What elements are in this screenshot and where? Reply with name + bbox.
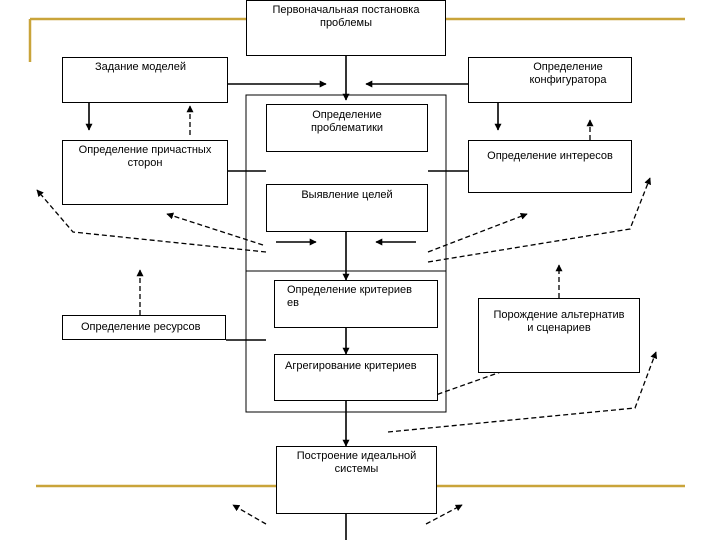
dashed-arrow-goals-far-left — [36, 189, 267, 253]
box-configurator-label: Определение конфигуратора — [529, 61, 607, 86]
box-criteria: Определение критериев ев — [274, 280, 438, 328]
dashed-arrow-aggregation-far-right — [387, 351, 658, 433]
box-problem-statement-label: Первоначальная постановка проблемы — [272, 4, 420, 29]
box-alternatives-label: Порождение альтернатив и сценариев — [493, 309, 625, 334]
box-problem-statement: Первоначальная постановка проблемы — [246, 0, 446, 56]
box-stakeholders-label: Определение причастных сторон — [78, 144, 212, 169]
dashed-arrow-goals-far-right — [427, 177, 651, 263]
box-stakeholders: Определение причастных сторон — [62, 140, 228, 205]
box-model-setting-label: Задание моделей — [95, 61, 186, 73]
box-problematics: Определение проблематики — [266, 104, 428, 152]
dashed-arrows — [36, 105, 658, 525]
box-criteria-label: Определение критериев ев — [287, 284, 412, 309]
box-aggregation: Агрегирование критериев — [274, 354, 438, 401]
box-configurator: Определение конфигуратора — [468, 57, 632, 103]
box-resources-label: Определение ресурсов — [81, 321, 201, 333]
box-goals-label: Выявление целей — [301, 189, 393, 201]
box-aggregation-label: Агрегирование критериев — [285, 360, 417, 372]
box-model-setting: Задание моделей — [62, 57, 228, 103]
dashed-arrow-ideal-right — [425, 504, 463, 525]
box-ideal-system-label: Построение идеальной системы — [296, 450, 417, 475]
box-interests-label: Определение интересов — [487, 150, 613, 162]
box-resources: Определение ресурсов — [62, 315, 226, 340]
dashed-arrow-goals-left — [166, 212, 264, 246]
dashed-arrow-goals-right — [427, 212, 528, 253]
box-ideal-system: Построение идеальной системы — [276, 446, 437, 514]
box-alternatives: Порождение альтернатив и сценариев — [478, 298, 640, 373]
box-goals: Выявление целей — [266, 184, 428, 232]
box-interests: Определение интересов — [468, 140, 632, 193]
dashed-arrow-ideal-left — [232, 504, 267, 525]
box-problematics-label: Определение проблематики — [310, 109, 384, 134]
